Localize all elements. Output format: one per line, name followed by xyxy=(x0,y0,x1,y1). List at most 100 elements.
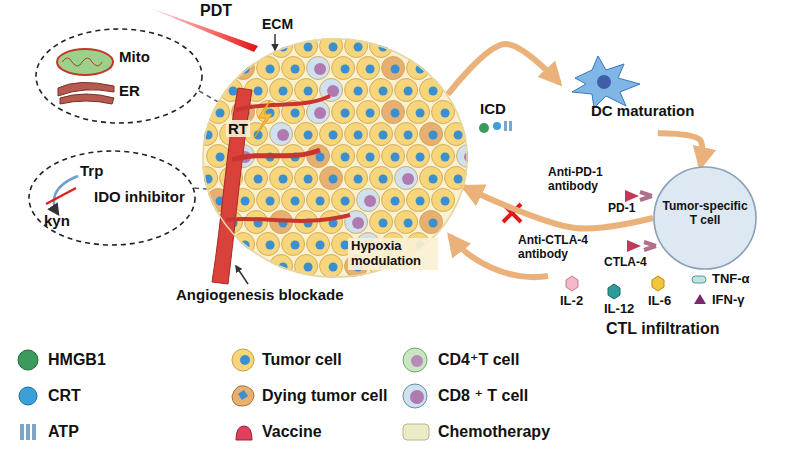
tumor-cell xyxy=(395,211,418,234)
dc-nucleus xyxy=(597,75,611,89)
tumor-cell xyxy=(320,211,343,234)
node-text: ER xyxy=(119,82,140,99)
tumor-cell xyxy=(357,57,380,80)
tumor-cell xyxy=(370,79,393,102)
mitochondrion xyxy=(57,49,113,75)
tumor-cell xyxy=(332,57,355,80)
node-text: Trp xyxy=(80,162,103,179)
tumor-cell xyxy=(407,101,430,124)
tumor-cell xyxy=(245,211,268,234)
label: PD-1 xyxy=(608,202,635,216)
antibody xyxy=(625,190,639,202)
tumor-cell xyxy=(345,79,368,102)
connector xyxy=(658,133,702,166)
tumor-cell xyxy=(232,57,255,80)
tumor-cell xyxy=(207,145,230,168)
tumor-cell xyxy=(270,123,293,146)
legend-icon xyxy=(403,384,427,408)
metabolism-callout: TrpIDO inhibitorkyn xyxy=(28,150,196,246)
label: IL-6 xyxy=(648,294,671,309)
tumor-cell xyxy=(332,189,355,212)
tumor-cell xyxy=(282,233,305,256)
tumor-cell xyxy=(407,145,430,168)
label: RT xyxy=(226,120,250,137)
il12-icon xyxy=(608,284,620,299)
legend-text: ATP xyxy=(48,423,79,441)
tumor-cell xyxy=(357,145,380,168)
tumor-cell xyxy=(395,123,418,146)
node-text: kyn xyxy=(44,212,70,229)
tumor-cell xyxy=(420,79,443,102)
legend-text: Tumor cell xyxy=(262,351,342,369)
label: Angiogenesis blockade xyxy=(176,286,344,303)
node-text: Tumor-specific T cell xyxy=(661,200,749,228)
label: IFN-γ xyxy=(712,293,745,308)
tumor-cell xyxy=(420,123,443,146)
legend-text: Chemotherapy xyxy=(438,423,550,441)
ifn-icon xyxy=(694,294,706,304)
tumor-cell xyxy=(295,123,318,146)
tumor-cell xyxy=(457,145,480,168)
tumor-cell xyxy=(257,233,280,256)
legend-text: CD8 ⁺ T cell xyxy=(438,387,528,405)
tumor-cell xyxy=(282,57,305,80)
tumor-cell xyxy=(395,79,418,102)
label: Anti-PD-1 antibody xyxy=(548,166,622,194)
label: Anti-CTLA-4 antibody xyxy=(518,234,598,262)
legend-text: HMGB1 xyxy=(48,351,106,369)
tumor-cell xyxy=(357,189,380,212)
crt-icon xyxy=(493,122,501,130)
label: CTLA-4 xyxy=(604,256,647,270)
tumor-mass: Hypoxia modulation xyxy=(202,38,468,278)
connector xyxy=(448,44,559,94)
endoplasmic-reticulum xyxy=(58,82,114,104)
legend-text: Vaccine xyxy=(262,423,322,441)
conversion-arrow xyxy=(54,176,78,214)
tumor-cell xyxy=(320,35,343,58)
label: IL-2 xyxy=(560,294,583,309)
label: ICD xyxy=(480,100,506,117)
tumor-cell xyxy=(432,101,455,124)
tumor-cell xyxy=(382,57,405,80)
tumor-cell xyxy=(332,101,355,124)
tumor-cell xyxy=(370,123,393,146)
t-cell: Tumor-specific T cell xyxy=(653,166,757,270)
tumor-cell xyxy=(345,167,368,190)
legend-icon xyxy=(19,387,37,405)
tumor-cell xyxy=(432,145,455,168)
il2-icon xyxy=(566,276,578,291)
leader-arrow xyxy=(236,266,248,284)
node-text: DC maturation xyxy=(591,102,694,119)
tumor-cell xyxy=(295,79,318,102)
tumor-cell xyxy=(307,189,330,212)
lightning xyxy=(254,100,272,138)
label: IL-12 xyxy=(604,302,634,317)
il6-icon xyxy=(652,276,664,291)
leader-arrow xyxy=(274,34,276,50)
connector xyxy=(199,91,218,102)
tumor-cell xyxy=(445,167,468,190)
label: ECM xyxy=(262,16,293,32)
antibody xyxy=(627,240,641,252)
tumor-cell xyxy=(295,35,318,58)
tumor-cell xyxy=(320,167,343,190)
legend-icon xyxy=(232,349,254,371)
tumor-cell xyxy=(432,189,455,212)
legend-text: Dying tumor cell xyxy=(262,387,387,405)
tumor-cell xyxy=(307,57,330,80)
dendritic-cell xyxy=(572,56,640,108)
node-text: Hypoxia modulation xyxy=(348,238,438,270)
legend-icon xyxy=(232,386,254,406)
connector xyxy=(194,188,206,189)
tumor-cell xyxy=(282,189,305,212)
tumor-cell xyxy=(357,101,380,124)
pd1-receptor xyxy=(640,192,652,200)
tumor-cell xyxy=(345,35,368,58)
block-line xyxy=(46,188,76,204)
legend-icon xyxy=(403,348,427,372)
legend-icon xyxy=(18,350,38,370)
cristae xyxy=(62,58,102,66)
tumor-cell xyxy=(382,189,405,212)
node-text: Mito xyxy=(119,48,150,65)
tnf-icon xyxy=(692,276,706,283)
